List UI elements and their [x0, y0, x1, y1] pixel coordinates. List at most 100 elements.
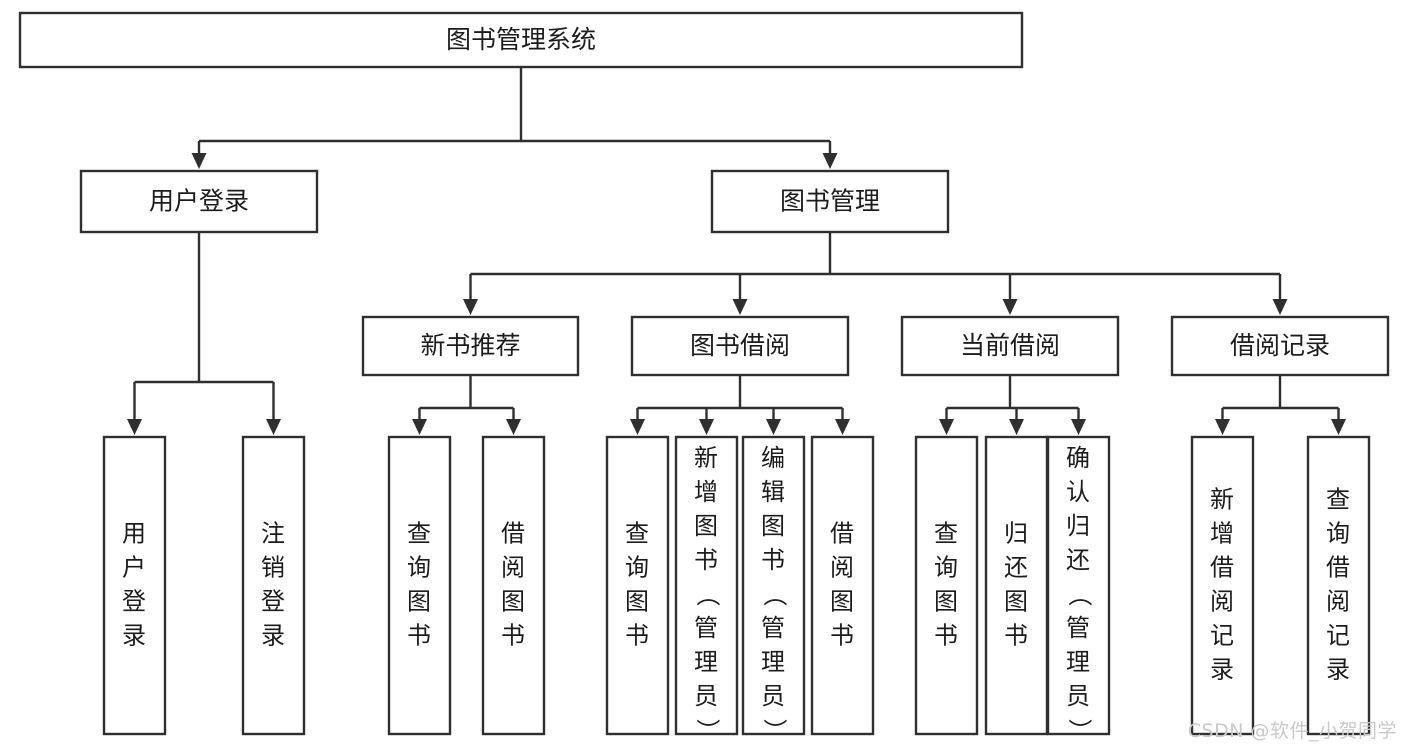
node-label-char: 借	[1326, 554, 1351, 582]
node-label-char: 阅	[501, 554, 526, 582]
node-borrow-record[interactable]: 借阅记录	[1170, 315, 1390, 377]
node-label-char: 询	[407, 554, 432, 582]
node-label-char: ）	[1066, 719, 1094, 744]
arrow-head-icon	[266, 419, 281, 435]
arrow-head-icon	[699, 419, 714, 435]
node-label-char: ）	[694, 719, 722, 744]
node-label-char: 录	[1210, 656, 1235, 684]
node-label-char: 图	[1004, 588, 1029, 616]
node-label-char: 归	[1066, 512, 1091, 540]
arrow-head-icon	[732, 299, 748, 315]
node-book-borrow[interactable]: 图书借阅	[630, 315, 850, 377]
node-label-char: 图	[501, 588, 526, 616]
node-layer: 图书管理系统用户登录用户登录注销登录图书管理新书推荐查询图书借阅图书图书借阅查询…	[18, 11, 1390, 744]
node-label: 借阅记录	[1230, 331, 1330, 360]
node-label-char: 书	[407, 622, 432, 650]
node-label-char: 借	[501, 520, 526, 548]
node-label-char: 图	[407, 588, 432, 616]
node-label-char: 记	[1210, 622, 1235, 650]
node-label-char: 新	[1210, 486, 1235, 514]
node-label-char: 录	[261, 622, 286, 650]
node-label-char: 图	[761, 512, 786, 540]
node-label-char: 新	[694, 444, 719, 472]
node-box	[387, 435, 452, 736]
node-label-char: 查	[407, 520, 432, 548]
node-box	[1170, 315, 1390, 377]
node-box	[79, 169, 319, 234]
node-label-char: 查	[934, 520, 959, 548]
node-user-login[interactable]: 用户登录	[79, 169, 319, 234]
node-label-char: 阅	[1210, 588, 1235, 616]
arrow-head-icon	[766, 419, 781, 435]
arrow-head-icon	[1009, 419, 1024, 435]
node-box	[361, 315, 580, 377]
node-label-char: 员	[1066, 682, 1091, 710]
node-label-char: 管	[1066, 614, 1091, 642]
node-label-char: 询	[934, 554, 959, 582]
node-label: 图书管理系统	[446, 25, 596, 54]
arrow-head-icon	[1331, 419, 1346, 435]
node-label-char: 借	[830, 520, 855, 548]
node-label-char: 阅	[830, 554, 855, 582]
arrow-head-icon	[412, 419, 427, 435]
node-label-char: 查	[625, 520, 650, 548]
node-label: 用户登录	[149, 187, 249, 216]
node-label-char: 询	[1326, 520, 1351, 548]
arrow-head-icon	[127, 419, 142, 435]
node-box	[984, 435, 1049, 736]
node-book-manage[interactable]: 图书管理	[710, 169, 950, 234]
node-label-char: 记	[1326, 622, 1351, 650]
arrow-head-icon	[1272, 299, 1288, 315]
arrow-head-icon	[822, 153, 838, 169]
node-label: 图书借阅	[690, 331, 790, 360]
node-box	[741, 435, 806, 736]
node-label-char: 书	[830, 622, 855, 650]
node-label-char: 员	[694, 682, 719, 710]
arrow-head-icon	[835, 419, 850, 435]
arrow-head-icon	[506, 419, 521, 435]
node-label: 图书管理	[780, 187, 880, 216]
node-box	[914, 435, 979, 736]
arrow-head-icon	[463, 299, 478, 315]
node-box	[18, 11, 1024, 69]
node-label-char: 录	[122, 622, 147, 650]
node-box	[481, 435, 546, 736]
node-leaf-user-login[interactable]: 用户登录	[102, 435, 167, 736]
node-label-char: 借	[1210, 554, 1235, 582]
node-label-char: （	[694, 583, 722, 608]
node-new-book-recommend[interactable]: 新书推荐	[361, 315, 580, 377]
node-label-char: 还	[1004, 554, 1029, 582]
node-label-char: 录	[1326, 656, 1351, 684]
node-root[interactable]: 图书管理系统	[18, 11, 1024, 69]
node-label: 新书推荐	[420, 331, 520, 360]
node-label-char: 用	[122, 520, 147, 548]
node-label-char: 归	[1004, 520, 1029, 548]
node-label-char: 认	[1066, 478, 1091, 506]
node-label-char: 登	[122, 588, 147, 616]
arrow-head-icon	[939, 419, 954, 435]
node-label-char: 编	[761, 444, 786, 472]
node-label-char: （	[761, 583, 789, 608]
node-label-char: ）	[761, 719, 789, 744]
node-label-char: 管	[761, 614, 786, 642]
node-label-char: 注	[261, 520, 286, 548]
node-label: 当前借阅	[960, 331, 1060, 360]
node-current-borrow[interactable]: 当前借阅	[900, 315, 1120, 377]
node-box	[900, 315, 1120, 377]
node-box	[102, 435, 167, 736]
arrow-head-icon	[630, 419, 645, 435]
node-label-char: 员	[761, 682, 786, 710]
